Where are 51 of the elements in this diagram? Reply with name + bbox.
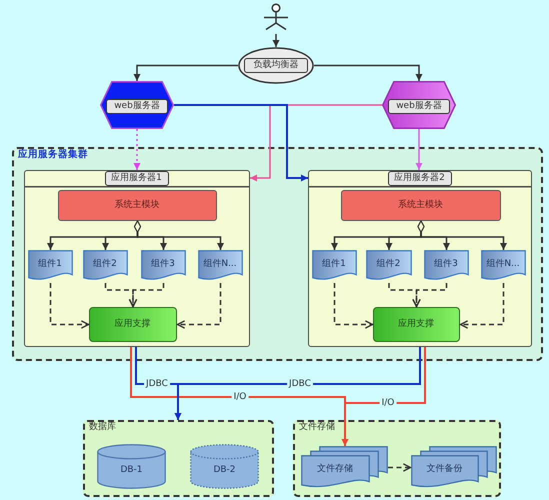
document-shape: 组件3 [424,250,468,282]
edge-label: I/O [380,398,396,408]
title-label: 负载均衡器 [244,58,308,73]
arrow [176,283,222,329]
arrow [416,129,422,170]
process-box: 应用支撑 [372,306,460,342]
edge-label: I/O [232,392,248,402]
document-shape: 组件1 [28,250,72,282]
arrow [388,463,412,472]
server-panel [24,170,250,347]
database-cylinder: DB-2 [190,444,259,489]
document-shape: 组件2 [366,250,412,282]
module-box: 系统主模块 [340,190,500,220]
hexagon-shape [100,81,174,129]
arrow [134,129,140,170]
arrow [104,283,138,308]
group-frame [83,420,274,497]
title-label: 应用服务器2 [388,171,452,186]
arrow [134,64,238,81]
arrow [250,104,382,182]
group-title: 应用服务器集群 [18,149,88,160]
hexagon-shape [382,81,456,129]
arrow [174,104,308,182]
ellipse-shape [238,47,314,84]
arrow [50,283,90,329]
document-shape: 组件N... [198,250,242,282]
document-shape: 组件3 [140,250,186,282]
arrow [388,283,421,308]
arrow [47,220,142,250]
group-title: 数据库 [89,422,116,433]
title-label: 应用服务器1 [104,171,168,186]
process-box: 应用支撑 [88,306,176,342]
arrow [460,283,504,329]
title-label: web服务器 [388,99,450,114]
server-panel [308,170,532,347]
group-frame [293,420,501,497]
edge-label: JDBC [144,379,170,389]
arrow [130,347,348,446]
arrow [314,64,422,81]
group-title: 文件存储 [299,422,335,433]
document-shape: 组件2 [82,250,128,282]
arrow [334,283,374,329]
cluster-frame [12,147,543,361]
document-shape: 组件1 [312,250,356,282]
arrow [331,220,425,250]
database-cylinder: DB-1 [97,444,166,489]
arrow [272,34,280,47]
edge-label: JDBC [287,379,313,389]
module-box: 系统主模块 [58,190,216,220]
title-label: web服务器 [106,99,168,114]
document-shape: 组件N... [480,250,526,282]
